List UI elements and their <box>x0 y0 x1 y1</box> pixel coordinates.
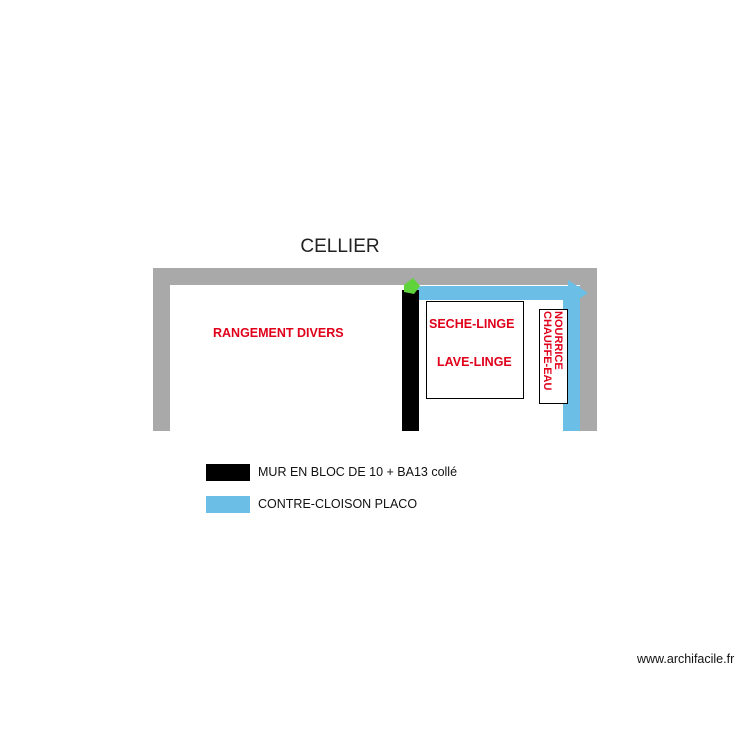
boiler-label-group: CHAUFFE-EAU NOURRICE <box>541 311 564 401</box>
appliance-box-washer-dryer <box>426 301 524 399</box>
plan-title: CELLIER <box>300 236 380 257</box>
outer-wall-right <box>580 268 597 431</box>
block-wall <box>402 290 419 431</box>
legend-swatch-block-wall <box>206 464 250 481</box>
corner-marker <box>404 278 420 294</box>
outer-wall-top <box>153 268 597 285</box>
boiler-label-chauffe-eau: CHAUFFE-EAU <box>541 311 553 391</box>
legend-label-block-wall: MUR EN BLOC DE 10 + BA13 collé <box>258 465 458 479</box>
appliance-box-boiler <box>539 309 568 404</box>
boiler-label-nourrice: NOURRICE <box>552 311 564 370</box>
placo-top <box>412 286 572 300</box>
watermark: www.archifacile.fr <box>637 652 735 666</box>
legend-label-placo: CONTRE-CLOISON PLACO <box>258 497 418 511</box>
room-label-storage: RANGEMENT DIVERS <box>213 326 344 340</box>
appliance-label-dryer: SECHE-LINGE <box>429 317 515 331</box>
appliance-label-washer: LAVE-LINGE <box>437 355 512 369</box>
legend-swatch-placo <box>206 496 250 513</box>
outer-wall-left <box>153 268 170 431</box>
